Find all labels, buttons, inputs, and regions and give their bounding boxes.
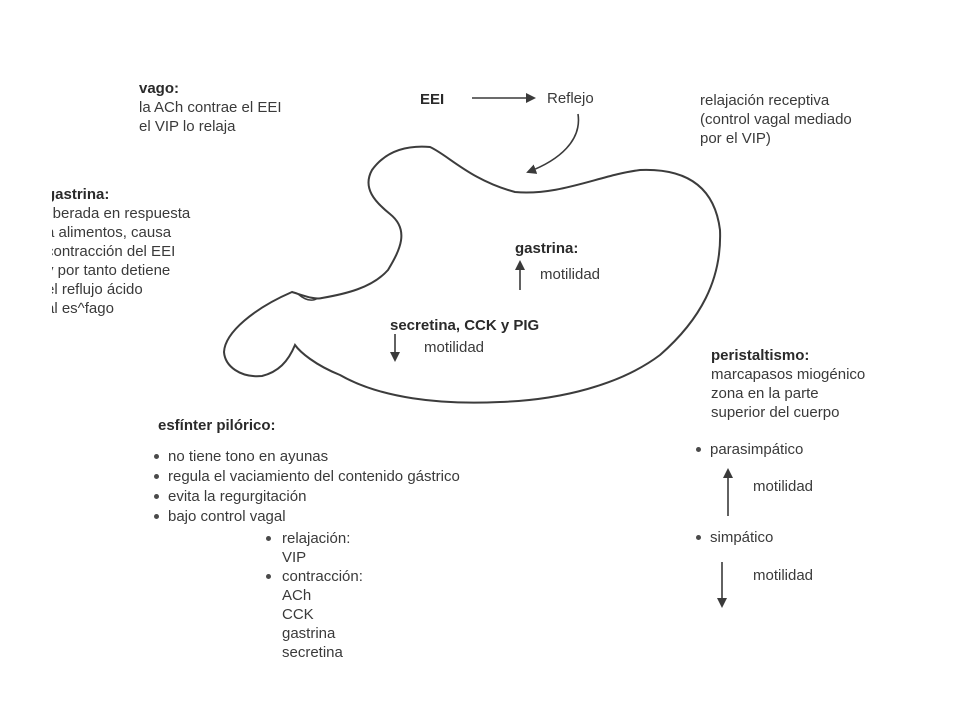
gastrina-left-title: gastrina: xyxy=(52,186,110,203)
esfinter-item-4: bajo control vagal xyxy=(152,507,460,527)
peristaltismo-line-2: zona en la parte xyxy=(711,385,819,402)
esfinter-list: no tiene tono en ayunas regula el vaciam… xyxy=(152,447,460,527)
gastrina-left-block: gastrina: liberada en respuesta a alimen… xyxy=(52,185,282,325)
relajacion-line-2: (control vagal mediado xyxy=(700,111,852,128)
gastrina-left-line-4: y por tanto detiene xyxy=(52,262,171,279)
esfinter-item-1: no tiene tono en ayunas xyxy=(152,447,460,467)
peristaltismo-line-3: superior del cuerpo xyxy=(711,404,840,421)
peristaltismo-line-1: marcapasos miogénico xyxy=(711,366,866,383)
gastrina-left-line-6: al es^fago xyxy=(52,300,114,317)
simpatico-motilidad: motilidad xyxy=(753,567,814,584)
gastrina-left-line-1: liberada en respuesta xyxy=(52,205,191,222)
contraccion-value-4: secretina xyxy=(282,644,343,661)
gastrina-left-line-3: contracción del EEI xyxy=(52,243,176,260)
relajacion-label: relajación: xyxy=(264,529,363,548)
secretina-label: motilidad xyxy=(424,339,485,356)
contraccion-value-1: ACh xyxy=(282,587,312,604)
reflejo-stomach-arrow xyxy=(526,113,580,174)
gastrina-left-line-5: el reflujo ácido xyxy=(52,281,143,298)
esfinter-title: esfínter pilórico: xyxy=(158,417,276,434)
eei-label: EEI xyxy=(420,91,445,108)
esfinter-item-3: evita la regurgitación xyxy=(152,487,460,507)
vago-block: vago: la ACh contrae el EEI el VIP lo re… xyxy=(139,79,282,136)
relajacion-line-1: relajación receptiva xyxy=(700,92,830,109)
vago-line-1: la ACh contrae el EEI xyxy=(139,99,282,116)
esfinter-sublist: relajación: VIP contracción: ACh CCK gas… xyxy=(264,529,363,662)
contraccion-value-2: CCK xyxy=(282,606,314,623)
peristaltismo-title: peristaltismo: xyxy=(711,347,810,364)
gastrina-center-title: gastrina: xyxy=(515,240,579,257)
parasimpatico-motilidad: motilidad xyxy=(753,478,814,495)
contraccion-label: contracción: xyxy=(264,567,363,586)
esfinter-item-2: regula el vaciamiento del contenido gást… xyxy=(152,467,460,487)
stomach-outline xyxy=(222,145,722,404)
vago-title: vago: xyxy=(139,80,180,97)
pylorus-notch xyxy=(297,293,319,301)
reflejo-label: Reflejo xyxy=(547,90,594,107)
simpatico-label: simpático xyxy=(695,529,774,546)
gastrina-left-line-2: a alimentos, causa xyxy=(52,224,172,241)
parasimpatico-label: parasimpático xyxy=(695,441,804,458)
relajacion-value-1: VIP xyxy=(282,549,307,566)
vago-line-2: el VIP lo relaja xyxy=(139,118,236,135)
relajacion-block: relajación receptiva (control vagal medi… xyxy=(700,91,852,148)
contraccion-value-3: gastrina xyxy=(282,625,336,642)
gastrina-center-label: motilidad xyxy=(540,266,601,283)
peristaltismo-block: peristaltismo: marcapasos miogénico zona… xyxy=(711,346,865,422)
secretina-title: secretina, CCK y PIG xyxy=(390,317,540,334)
relajacion-line-3: por el VIP) xyxy=(700,130,771,147)
